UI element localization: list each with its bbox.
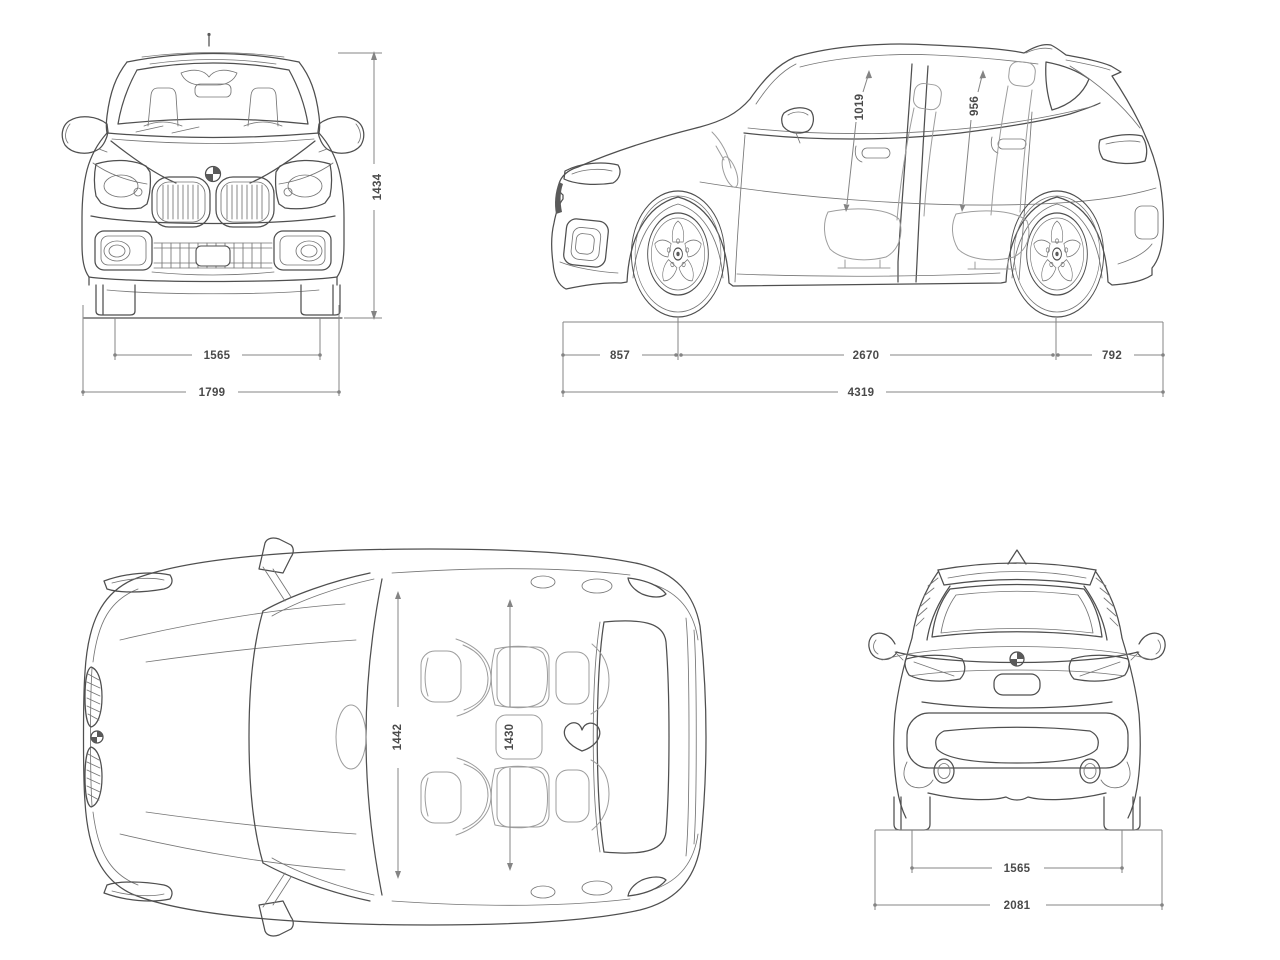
side-taillight-icon bbox=[1098, 134, 1148, 165]
lower-grille bbox=[153, 242, 273, 269]
dim-label-cabin-width-rear: 1430 bbox=[504, 724, 516, 751]
dim-label-rear-overhang: 792 bbox=[1102, 350, 1122, 362]
top-bmw-roundel-icon bbox=[90, 730, 104, 744]
rear-view: 1565 2081 bbox=[868, 549, 1166, 912]
top-view: 1442 1430 bbox=[82, 537, 707, 937]
wiper-icon bbox=[135, 125, 200, 134]
dim-label-headroom-front: 1019 bbox=[854, 94, 866, 121]
front-bumper-intake bbox=[563, 218, 609, 268]
kidney-grille bbox=[151, 176, 275, 228]
rear-taillights bbox=[904, 654, 1130, 682]
left-headlight-icon bbox=[93, 159, 151, 210]
plate-bracket bbox=[195, 245, 231, 267]
top-car-body bbox=[82, 537, 707, 937]
rear-dimensions: 1565 2081 bbox=[873, 829, 1164, 912]
dim-label-rear-width-mirrors: 2081 bbox=[1004, 900, 1031, 912]
side-car-body bbox=[551, 43, 1164, 318]
dim-label-front-width: 1799 bbox=[199, 387, 226, 399]
rear-windshield bbox=[931, 583, 1103, 638]
dim-label-rear-track: 1565 bbox=[1004, 863, 1031, 875]
side-dimensions: 1019 956 857 2670 792 4319 bbox=[561, 70, 1165, 399]
side-mirror-icon bbox=[781, 107, 815, 144]
bmw-roundel-icon bbox=[204, 165, 222, 183]
top-interior bbox=[335, 638, 610, 836]
front-right-tire bbox=[300, 284, 341, 316]
dim-label-front-track: 1565 bbox=[204, 350, 231, 362]
dim-label-cabin-width-front: 1442 bbox=[392, 724, 404, 751]
rearview-mirror-icon bbox=[180, 69, 238, 86]
headrests bbox=[147, 87, 279, 127]
side-headlight-icon bbox=[563, 162, 621, 185]
top-taillights bbox=[627, 577, 667, 897]
rear-reflector bbox=[1134, 205, 1159, 240]
rear-bmw-roundel-icon bbox=[1009, 651, 1025, 667]
right-headlight-icon bbox=[275, 159, 333, 210]
dim-label-headroom-rear: 956 bbox=[969, 96, 981, 116]
license-plate-recess bbox=[993, 673, 1041, 696]
front-car-body bbox=[61, 32, 365, 319]
front-left-tire bbox=[95, 284, 136, 316]
top-headlights bbox=[103, 572, 173, 902]
top-mirrors bbox=[258, 537, 294, 937]
top-kidney-grilles bbox=[84, 666, 103, 808]
dim-label-overall-length: 4319 bbox=[848, 387, 875, 399]
front-wheel bbox=[630, 190, 726, 318]
dim-label-wheelbase: 2670 bbox=[853, 350, 880, 362]
rear-wheel bbox=[1009, 190, 1105, 318]
side-view: 1019 956 857 2670 792 4319 bbox=[551, 43, 1165, 399]
rear-car-body bbox=[868, 549, 1166, 831]
side-interior bbox=[711, 61, 1036, 270]
left-mirror-icon bbox=[61, 116, 109, 154]
dim-label-front-overhang: 857 bbox=[610, 350, 630, 362]
door-handles bbox=[854, 136, 1027, 163]
c-pillars bbox=[911, 571, 1123, 641]
front-dimensions: 1565 1799 1434 bbox=[81, 51, 384, 399]
front-view: 1565 1799 1434 bbox=[61, 32, 384, 399]
shark-fin-antenna-icon bbox=[1007, 549, 1027, 565]
rear-bumper bbox=[903, 712, 1131, 801]
rear-wiper-motif bbox=[563, 722, 601, 752]
b-pillar bbox=[897, 63, 929, 283]
right-air-intake bbox=[273, 230, 332, 271]
rear-window bbox=[596, 620, 670, 854]
left-air-intake bbox=[94, 230, 153, 271]
right-mirror-icon bbox=[317, 116, 365, 154]
top-dimensions: 1442 1430 bbox=[392, 591, 516, 879]
quarter-window bbox=[1045, 61, 1090, 111]
dim-label-front-height: 1434 bbox=[372, 173, 384, 200]
